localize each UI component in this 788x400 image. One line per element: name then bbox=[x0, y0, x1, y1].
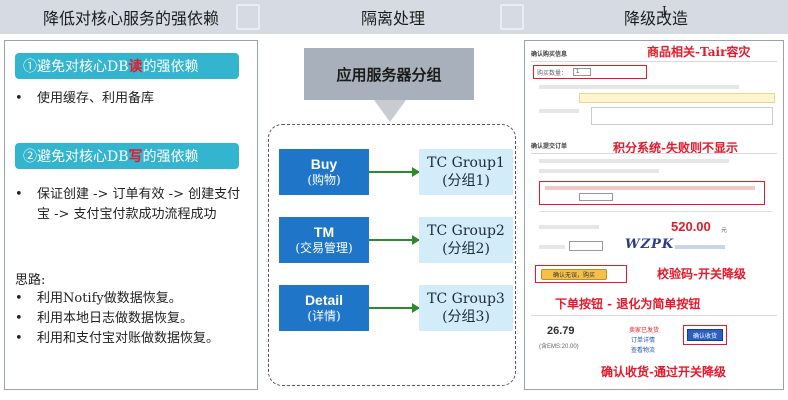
tc-group-1: TC Group1 (分组1) bbox=[419, 149, 513, 195]
message-textarea[interactable] bbox=[591, 107, 773, 125]
placeholder-line bbox=[539, 245, 565, 249]
tc-group-3: TC Group3 (分组3) bbox=[419, 285, 513, 331]
right-arrow-icon bbox=[369, 303, 420, 313]
buy-button-highlight-box bbox=[535, 265, 627, 283]
right-arrow-icon bbox=[369, 167, 420, 177]
isolation-panel: 应用服务器分组 Buy (购物) TC Group1 (分组1) TM (交易管… bbox=[264, 40, 520, 390]
bullet-dot-icon: • bbox=[15, 311, 23, 326]
divider bbox=[531, 315, 777, 316]
placeholder-line bbox=[539, 225, 599, 229]
section-confirm-info: 确认购买信息 bbox=[531, 52, 568, 58]
bullet-text: 使用缓存、利用备库 bbox=[37, 91, 155, 106]
group-name: TC Group1 bbox=[427, 155, 505, 171]
confirm-receive-button[interactable]: 确认收货 bbox=[687, 329, 723, 341]
pill-suffix: 的强依赖 bbox=[142, 59, 199, 75]
app-sub: (购物) bbox=[307, 173, 341, 187]
header-divider-decoration bbox=[500, 4, 524, 30]
note-product-tair: 商品相关-Tair容灾 bbox=[647, 45, 751, 59]
order-price-sub: (含EMS:20.00) bbox=[539, 344, 579, 350]
thinking-text: 利用本地日志做数据恢复。 bbox=[37, 311, 194, 326]
placeholder-line bbox=[539, 85, 739, 89]
thinking-item: • 利用本地日志做数据恢复。 bbox=[15, 309, 251, 329]
thinking-item: • 利用Notify做数据恢复。 bbox=[15, 289, 251, 309]
total-unit: 元 bbox=[721, 228, 728, 234]
thinking-title: 思路: bbox=[15, 273, 46, 288]
pill-suffix: 的强依赖 bbox=[142, 149, 199, 165]
logistics-link[interactable]: 查看物流 bbox=[631, 348, 656, 354]
thinking-item: • 利用和支付宝对账做数据恢复。 bbox=[15, 329, 251, 349]
header-divider-decoration bbox=[236, 4, 260, 30]
group-sub: (分组1) bbox=[442, 173, 490, 189]
app-detail: Detail (详情) bbox=[279, 285, 369, 331]
thinking-text: 利用和支付宝对账做数据恢复。 bbox=[37, 331, 220, 346]
app-tm: TM (交易管理) bbox=[279, 217, 369, 263]
header-band: 降低对核心服务的强依赖 隔离处理 降级改造 I bbox=[0, 0, 788, 34]
qty-input[interactable]: 1 bbox=[573, 68, 591, 76]
group-container: Buy (购物) TC Group1 (分组1) TM (交易管理) TC Gr… bbox=[268, 124, 516, 386]
pill-strike-word: 读 bbox=[128, 59, 143, 75]
pill-prefix: ①避免对核心DB bbox=[23, 59, 129, 75]
points-input[interactable] bbox=[579, 193, 613, 201]
qty-highlight-box bbox=[533, 65, 647, 79]
app-name: Detail bbox=[304, 292, 344, 308]
app-buy: Buy (购物) bbox=[279, 149, 369, 195]
thinking-text: 利用Notify做数据恢复。 bbox=[37, 291, 182, 306]
placeholder-line bbox=[545, 186, 755, 190]
down-arrow-icon bbox=[374, 100, 406, 122]
order-page-screenshot: 确认购买信息 商品相关-Tair容灾 购买数量： 1 确认提交订单 积分系统-失… bbox=[525, 41, 783, 389]
app-name: Buy bbox=[310, 156, 338, 172]
info-bar bbox=[579, 93, 775, 103]
receive-button-highlight-box bbox=[683, 325, 727, 345]
note-order-button: 下单按钮 - 退化为简单按钮 bbox=[555, 297, 701, 311]
bullet-dot-icon: • bbox=[15, 91, 23, 106]
refresh-link[interactable] bbox=[675, 245, 725, 249]
text-cursor-icon: I bbox=[662, 4, 667, 18]
divider bbox=[531, 61, 777, 62]
app-server-group-box: 应用服务器分组 bbox=[304, 48, 474, 100]
placeholder-line bbox=[539, 169, 659, 173]
captcha-image: WZPK bbox=[625, 237, 675, 252]
divider bbox=[531, 153, 777, 154]
bullet-text: 保证创建 -> 订单有效 -> 创建支付宝 -> 支付宝付款成功流程成功 bbox=[37, 187, 241, 222]
bullet-flow: • 保证创建 -> 订单有效 -> 创建支付宝 -> 支付宝付款成功流程成功 bbox=[15, 185, 251, 225]
note-confirm-receive: 确认收货-通过开关降级 bbox=[601, 365, 726, 379]
bullet-cache: • 使用缓存、利用备库 bbox=[15, 89, 251, 109]
note-captcha-switch: 校验码-开关降级 bbox=[657, 267, 746, 281]
qty-label: 购买数量： bbox=[537, 71, 568, 77]
pill-strike-word: 写 bbox=[128, 149, 143, 165]
placeholder-line bbox=[539, 109, 579, 113]
degradation-panel: 确认购买信息 商品相关-Tair容灾 购买数量： 1 确认提交订单 积分系统-失… bbox=[524, 40, 784, 390]
bullet-dot-icon: • bbox=[15, 331, 23, 346]
section-submit-order: 确认提交订单 bbox=[531, 144, 568, 150]
order-detail-link[interactable]: 订单详情 bbox=[631, 338, 656, 344]
pill-prefix: ②避免对核心DB bbox=[23, 149, 129, 165]
placeholder-line bbox=[539, 159, 729, 163]
divider bbox=[539, 211, 773, 212]
captcha-input[interactable] bbox=[569, 241, 603, 251]
shipped-link[interactable]: 卖家已发货 bbox=[629, 328, 660, 334]
header-title-degradation: 降级改造 bbox=[623, 9, 688, 28]
confirm-buy-button[interactable]: 确认无误，购买 bbox=[541, 269, 607, 280]
tc-group-2: TC Group2 (分组2) bbox=[419, 217, 513, 263]
right-arrow-icon bbox=[369, 235, 420, 245]
note-points-system: 积分系统-失败则不显示 bbox=[613, 141, 738, 155]
group-sub: (分组2) bbox=[442, 241, 490, 257]
group-sub: (分组3) bbox=[442, 309, 490, 325]
app-sub: (详情) bbox=[307, 309, 341, 323]
points-highlight-box bbox=[539, 181, 765, 205]
header-title-isolation: 隔离处理 bbox=[360, 9, 425, 28]
app-sub: (交易管理) bbox=[295, 241, 353, 255]
header-title-dependency: 降低对核心服务的强依赖 bbox=[42, 9, 219, 28]
group-name: TC Group2 bbox=[427, 223, 505, 239]
app-server-group-label: 应用服务器分组 bbox=[336, 65, 442, 84]
bullet-dot-icon: • bbox=[15, 187, 23, 202]
order-price: 26.79 bbox=[547, 325, 575, 337]
group-name: TC Group3 bbox=[427, 291, 505, 307]
bullet-dot-icon: • bbox=[15, 291, 23, 306]
total-price: 520.00 bbox=[671, 219, 711, 234]
app-name: TM bbox=[313, 224, 335, 240]
